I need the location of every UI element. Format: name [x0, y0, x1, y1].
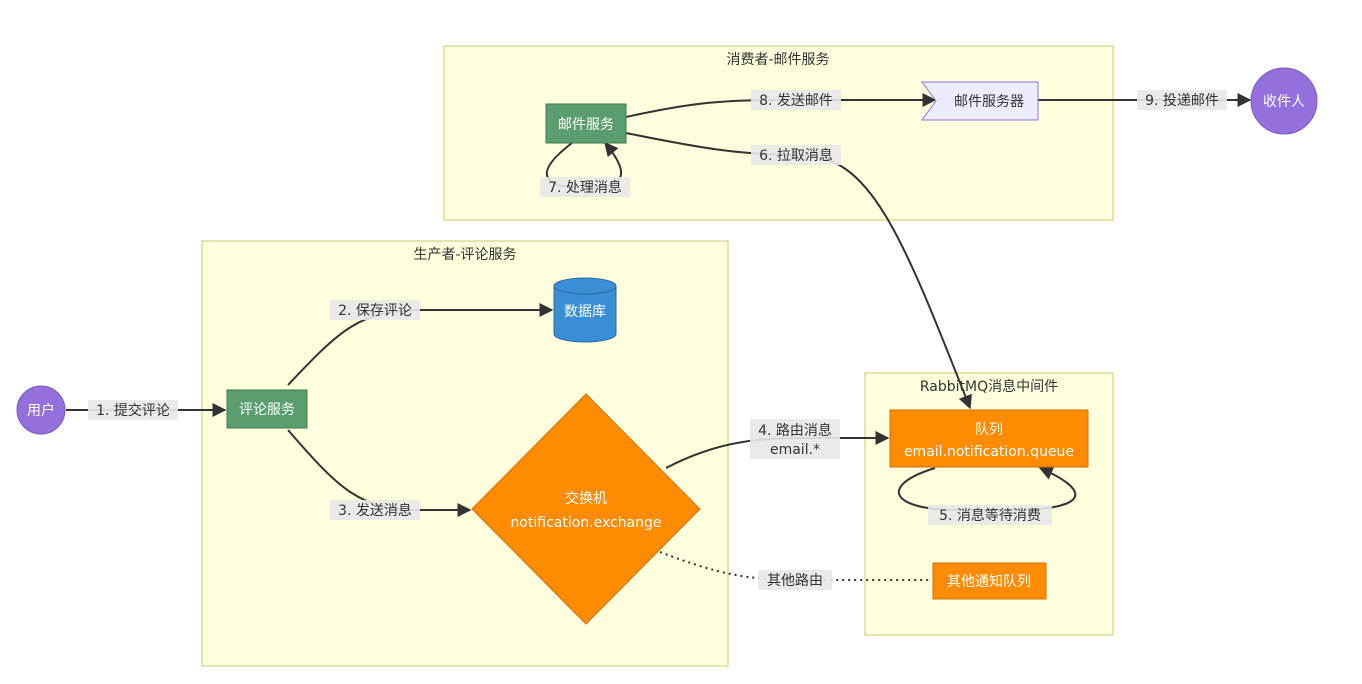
node-database[interactable]: 数据库 [553, 277, 617, 343]
svg-text:email.*: email.* [770, 442, 820, 458]
label-submit-comment: 1. 提交评论 [88, 400, 178, 420]
label-pull-message: 6. 拉取消息 [751, 145, 841, 165]
node-mail-server-label: 邮件服务器 [954, 94, 1024, 110]
svg-text:3. 发送消息: 3. 发送消息 [338, 502, 412, 519]
svg-text:其他路由: 其他路由 [767, 573, 823, 589]
label-other-route: 其他路由 [758, 570, 832, 590]
cluster-rabbitmq-title: RabbitMQ消息中间件 [920, 378, 1058, 395]
cluster-producer-title: 生产者-评论服务 [413, 247, 516, 263]
svg-text:2. 保存评论: 2. 保存评论 [338, 303, 412, 319]
svg-text:8. 发送邮件: 8. 发送邮件 [759, 93, 833, 109]
cluster-producer: 生产者-评论服务 [201, 240, 729, 667]
node-mail-server[interactable]: 邮件服务器 [921, 81, 1039, 121]
node-queue[interactable]: 队列 email.notification.queue [889, 409, 1089, 468]
node-other-queue-label: 其他通知队列 [947, 573, 1031, 590]
node-exchange[interactable]: 交换机 notification.exchange [471, 393, 701, 625]
label-save-comment: 2. 保存评论 [330, 300, 420, 320]
label-send-message: 3. 发送消息 [330, 500, 420, 520]
node-other-queue[interactable]: 其他通知队列 [932, 562, 1047, 600]
label-deliver-mail: 9. 投递邮件 [1137, 90, 1227, 110]
label-send-mail: 8. 发送邮件 [751, 90, 841, 110]
svg-text:4. 路由消息: 4. 路由消息 [758, 422, 832, 439]
label-route-message: 4. 路由消息 email.* [750, 419, 840, 459]
svg-text:5. 消息等待消费: 5. 消息等待消费 [939, 507, 1041, 524]
node-queue-label-1: 队列 [975, 422, 1003, 438]
svg-text:1. 提交评论: 1. 提交评论 [96, 402, 170, 419]
svg-text:6. 拉取消息: 6. 拉取消息 [759, 147, 833, 164]
node-exchange-label-2: notification.exchange [510, 515, 661, 531]
node-mail-service-label: 邮件服务 [558, 117, 614, 133]
node-exchange-label-1: 交换机 [565, 490, 607, 507]
node-recipient[interactable]: 收件人 [1250, 67, 1318, 135]
svg-text:9. 投递邮件: 9. 投递邮件 [1145, 93, 1219, 109]
node-recipient-label: 收件人 [1263, 94, 1305, 110]
node-queue-label-2: email.notification.queue [904, 444, 1074, 460]
cluster-consumer-title: 消费者-邮件服务 [726, 52, 829, 68]
node-comment-service[interactable]: 评论服务 [226, 389, 308, 429]
node-database-label: 数据库 [564, 304, 606, 320]
node-user-label: 用户 [27, 402, 55, 419]
node-comment-service-label: 评论服务 [239, 402, 295, 418]
node-user[interactable]: 用户 [16, 385, 66, 435]
svg-text:7. 处理消息: 7. 处理消息 [548, 179, 622, 196]
label-wait-consume: 5. 消息等待消费 [928, 505, 1052, 525]
node-mail-service[interactable]: 邮件服务 [545, 103, 627, 144]
label-process-message: 7. 处理消息 [540, 177, 630, 197]
